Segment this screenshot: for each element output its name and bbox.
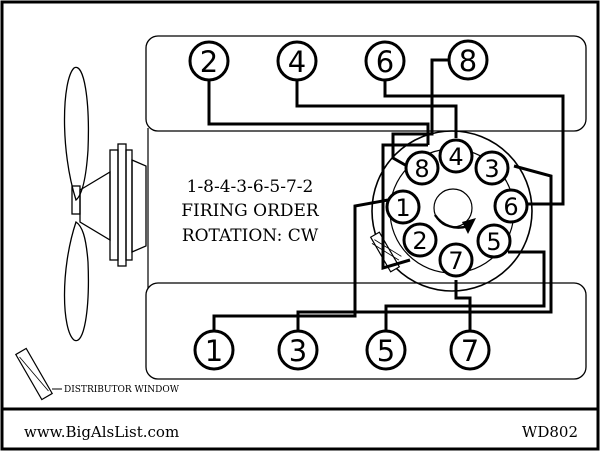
terminal-8-label: 8 <box>414 155 429 183</box>
distributor-window-legend-icon <box>14 347 54 401</box>
top-bank: 2 4 6 8 <box>188 39 489 82</box>
terminal-3-label: 3 <box>484 155 499 183</box>
cylinder-7-label: 7 <box>461 334 479 368</box>
cylinder-8-label: 8 <box>459 44 477 78</box>
plug-wires <box>207 58 565 330</box>
cylinder-3: 3 <box>277 329 319 371</box>
distributor-window-icon <box>369 231 402 273</box>
terminal-3: 3 <box>474 150 510 186</box>
cylinder-4: 4 <box>276 40 318 82</box>
terminal-5-label: 5 <box>486 228 501 256</box>
firing-order-label: FIRING ORDER <box>181 201 320 221</box>
wire-cyl-1 <box>212 198 389 330</box>
wire-cyl-5 <box>384 250 546 330</box>
distributor-cap <box>371 130 533 292</box>
wire-cyl-4 <box>295 80 458 138</box>
cylinder-2: 2 <box>188 40 230 82</box>
terminal-6: 6 <box>493 188 529 224</box>
bottom-bank: 1 3 5 7 <box>193 329 491 371</box>
cylinder-3-label: 3 <box>289 334 307 368</box>
cylinder-6: 6 <box>364 40 406 82</box>
distributor-window-label: DISTRIBUTOR WINDOW <box>64 385 180 395</box>
wire-cyl-8 <box>391 58 448 168</box>
cylinder-5: 5 <box>365 329 407 371</box>
cylinder-1-label: 1 <box>205 334 223 368</box>
terminal-5: 5 <box>476 223 512 259</box>
terminal-7: 7 <box>438 242 474 278</box>
terminal-6-label: 6 <box>503 193 518 221</box>
firing-order-sequence: 1-8-4-3-6-5-7-2 <box>187 177 314 197</box>
cylinder-7: 7 <box>449 329 491 371</box>
cylinder-2-label: 2 <box>200 45 218 79</box>
cylinder-5-label: 5 <box>377 334 395 368</box>
cylinder-4-label: 4 <box>288 45 306 79</box>
rotation-label: ROTATION: CW <box>182 226 319 246</box>
footer-website: www.BigAlsList.com <box>24 423 179 441</box>
wire-cyl-2-route <box>381 143 428 271</box>
terminal-2-label: 2 <box>412 227 427 255</box>
bottom-valve-cover <box>145 282 587 380</box>
footer-code: WD802 <box>522 423 578 441</box>
top-valve-cover <box>145 35 587 132</box>
cylinder-1: 1 <box>193 329 235 371</box>
cylinder-6-label: 6 <box>376 45 394 79</box>
wire-cyl-3 <box>296 164 553 330</box>
cylinder-8: 8 <box>447 39 489 81</box>
terminal-8: 8 <box>404 150 440 186</box>
rotation-arrowhead-icon <box>462 218 476 234</box>
wire-cyl-7 <box>454 280 472 330</box>
terminal-1: 1 <box>385 189 421 225</box>
terminal-4: 4 <box>438 138 474 174</box>
distributor-terminals: 8 4 3 6 5 7 2 1 <box>385 138 529 278</box>
terminal-7-label: 7 <box>448 247 463 275</box>
terminal-2: 2 <box>402 222 438 258</box>
terminal-4-label: 4 <box>448 143 463 171</box>
fan-icon <box>63 66 147 342</box>
terminal-1-label: 1 <box>395 194 410 222</box>
